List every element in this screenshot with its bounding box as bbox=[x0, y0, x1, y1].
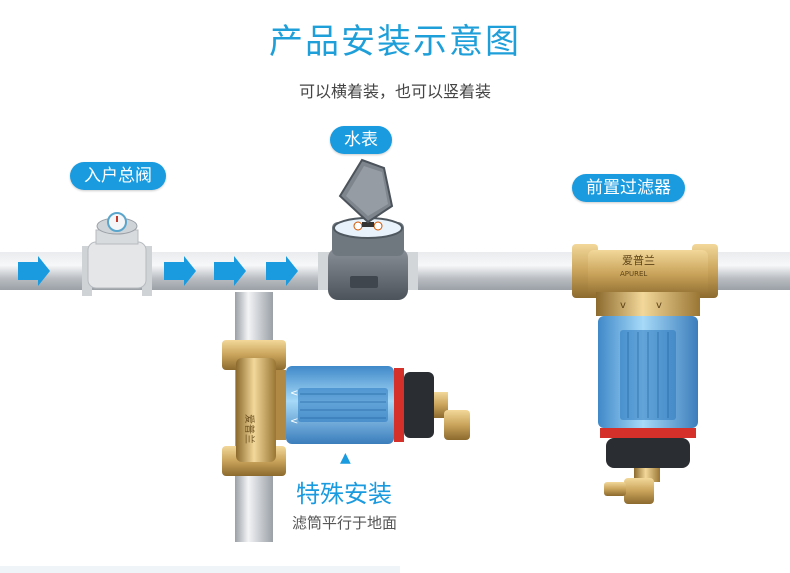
end-cap bbox=[404, 372, 434, 438]
drain-valve-vertical bbox=[624, 478, 654, 504]
brand-logo-vertical: 爱普兰 bbox=[243, 414, 256, 444]
page-title: 产品安装示意图 bbox=[269, 22, 521, 62]
svg-text:<: < bbox=[290, 388, 298, 399]
bottom-cap bbox=[606, 438, 690, 468]
special-install-desc: 滤筒平行于地面 bbox=[292, 514, 398, 532]
label-prefilter: 前置过滤器 bbox=[572, 174, 685, 202]
brass-body bbox=[236, 358, 276, 462]
svg-text:v: v bbox=[656, 300, 662, 311]
flow-arrow-icon bbox=[214, 256, 246, 286]
red-ring bbox=[394, 368, 404, 442]
flow-arrow-icon bbox=[164, 256, 196, 286]
page-subtitle: 可以横着装，也可以竖着装 bbox=[298, 82, 491, 101]
water-meter-icon bbox=[318, 158, 418, 300]
brand-logo: 爱普兰 bbox=[622, 253, 655, 267]
svg-text:v: v bbox=[620, 300, 626, 311]
main-valve-icon bbox=[82, 212, 152, 296]
vertical-filter-icon: 爱普兰 APUREL v v bbox=[572, 244, 718, 504]
label-water-meter: 水表 bbox=[330, 126, 392, 154]
up-arrow-icon: ▲ bbox=[340, 450, 351, 466]
special-install-title: 特殊安装 bbox=[296, 480, 392, 508]
brand-logo-sub: APUREL bbox=[620, 270, 647, 278]
drain-valve bbox=[444, 410, 470, 440]
svg-text:<: < bbox=[290, 416, 298, 427]
flow-arrow-icon bbox=[266, 256, 298, 286]
red-ring-vertical bbox=[600, 428, 696, 438]
horizontal-filter-icon: 爱普兰 < < bbox=[222, 340, 470, 476]
label-main-valve: 入户总阀 bbox=[70, 162, 166, 190]
flow-arrows bbox=[18, 256, 298, 286]
flow-arrow-icon bbox=[18, 256, 50, 286]
filter-head bbox=[588, 250, 708, 298]
